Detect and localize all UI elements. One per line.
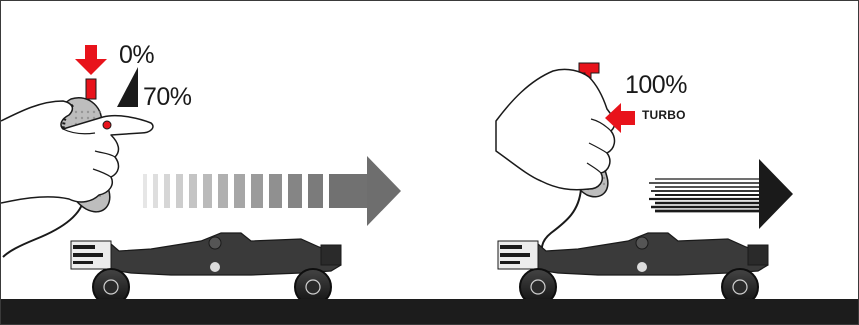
controller-cable-right <box>542 189 581 259</box>
right-controller-group <box>496 63 635 259</box>
formula-one-car-icon <box>71 233 341 305</box>
left-speed-arrow <box>143 156 401 226</box>
label-turbo: TURBO <box>642 108 686 122</box>
formula-one-car-icon-right <box>498 233 768 305</box>
right-speed-arrow <box>649 159 793 229</box>
label-zero-percent: 0% <box>119 41 154 70</box>
red-down-arrow-icon <box>75 45 107 75</box>
label-hundred-percent: 100% <box>625 71 687 100</box>
track-strip <box>1 299 858 324</box>
trigger-button <box>86 79 96 99</box>
hand-outline-right <box>496 69 615 189</box>
pressure-wedge-icon <box>117 67 138 107</box>
label-seventy-percent: 70% <box>143 83 192 112</box>
left-controller-group <box>1 45 153 257</box>
